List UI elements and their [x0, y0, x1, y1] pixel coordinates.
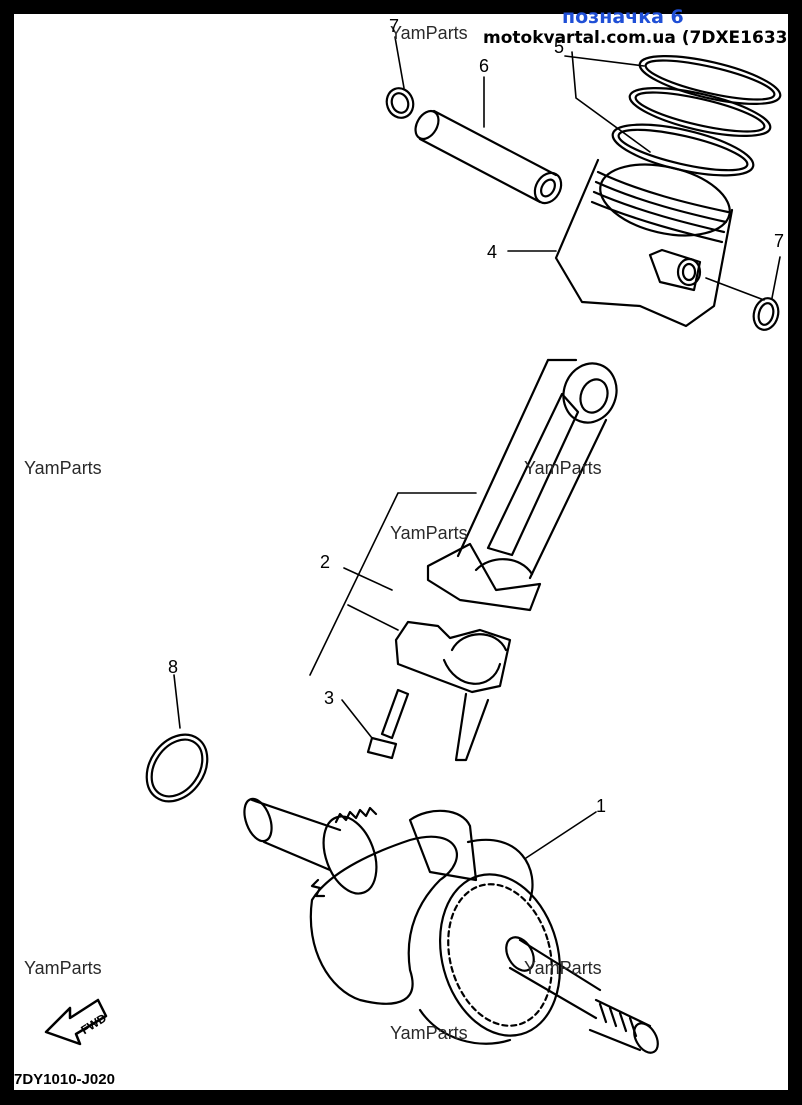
watermark: YamParts: [24, 958, 102, 978]
callout-7-upper: 7: [389, 16, 400, 36]
header-label: позначка 6: [562, 6, 684, 28]
callout-2: 2: [320, 552, 331, 572]
piston-pin: [414, 109, 563, 205]
piston-rings: [611, 55, 782, 177]
diagram-sheet: позначка 6 motokvartal.com.ua (7DXE16330…: [14, 6, 802, 1090]
callout-4: 4: [487, 242, 498, 262]
watermark: YamParts: [524, 458, 602, 478]
watermark: YamParts: [390, 1023, 468, 1043]
callout-7-right: 7: [774, 231, 785, 251]
fwd-arrow: [44, 998, 108, 1046]
callout-1: 1: [596, 796, 607, 816]
o-ring: [145, 733, 209, 803]
watermark: YamParts: [524, 958, 602, 978]
leader-lines: [173, 36, 781, 859]
callout-5: 5: [554, 37, 565, 57]
callout-6: 6: [479, 56, 490, 76]
rod-bolt: [366, 688, 410, 760]
diagram-code: 7DY1010-J020: [14, 1071, 115, 1088]
circlip-right: [752, 297, 780, 331]
watermark: YamParts: [390, 523, 468, 543]
rod-cap: [394, 620, 512, 762]
connecting-rod: [426, 358, 618, 612]
callout-8: 8: [168, 657, 179, 677]
callout-3: 3: [324, 688, 335, 708]
exploded-parts-diagram: [44, 36, 782, 1054]
circlip-upper: [385, 87, 415, 119]
watermark: YamParts: [24, 458, 102, 478]
crankshaft: [243, 797, 659, 1054]
piston: [554, 158, 734, 328]
header-source: motokvartal.com.ua (7DXE16330000): [483, 28, 802, 48]
watermark: YamParts: [390, 23, 468, 43]
